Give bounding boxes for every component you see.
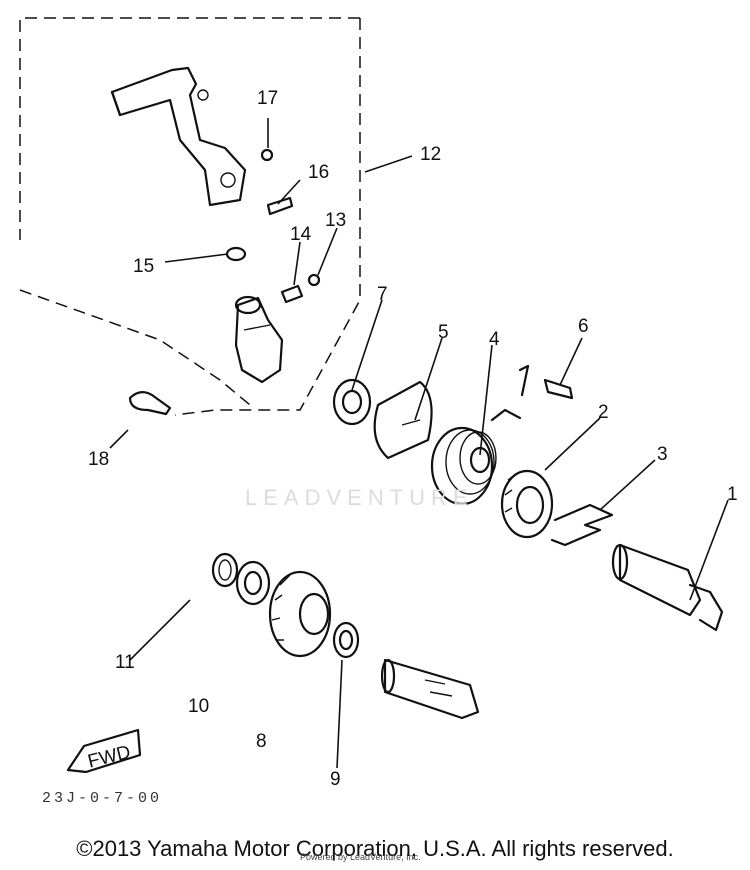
callout-16: 16 <box>308 162 329 183</box>
callout-3: 3 <box>657 444 668 465</box>
part-16-bolt <box>266 196 294 216</box>
small-note: Powered by LeadVenture, Inc. <box>300 852 421 862</box>
part-5-spring-guide <box>373 380 433 460</box>
leader-lines <box>109 118 729 769</box>
callout-12: 12 <box>420 144 441 165</box>
copyright-text: ©2013 Yamaha Motor Corporation, U.S.A. A… <box>76 836 674 861</box>
callout-4: 4 <box>489 329 500 350</box>
part-15-ball <box>225 246 247 262</box>
part-10-washer <box>235 560 271 606</box>
callout-2: 2 <box>598 402 609 423</box>
callout-13: 13 <box>325 210 346 231</box>
fwd-label: FWD <box>86 742 133 773</box>
part-18-rubber <box>128 391 172 416</box>
part-8-kick-gear <box>268 570 332 658</box>
drawing-code: 23J-0-7-00 <box>42 790 163 807</box>
kick-crank-arm <box>110 66 247 207</box>
part-11-circlip <box>211 552 239 588</box>
part-2-ratchet <box>500 469 554 539</box>
callout-6: 6 <box>578 316 589 337</box>
part-1-kick-axle <box>611 543 724 632</box>
callout-11: 11 <box>115 652 135 673</box>
callout-9: 9 <box>330 769 341 790</box>
callout-numbers: 1 2 3 4 5 6 7 8 9 10 11 12 13 14 15 16 1… <box>88 88 738 790</box>
kick-boss-part <box>234 295 284 384</box>
callout-5: 5 <box>438 322 449 343</box>
part-4-spring <box>430 408 522 506</box>
callout-15: 15 <box>133 256 154 277</box>
callout-1: 1 <box>727 484 738 505</box>
callout-8: 8 <box>256 731 267 752</box>
part-3-clip <box>550 503 614 547</box>
fwd-arrow: FWD <box>66 728 142 774</box>
part-14-pin <box>280 284 304 304</box>
part-7-washer <box>332 378 372 426</box>
part-6-stopper <box>518 364 574 400</box>
callout-17: 17 <box>257 88 278 109</box>
part-13-clip <box>307 273 321 287</box>
callout-14: 14 <box>290 224 312 245</box>
callout-18: 18 <box>88 449 109 470</box>
callout-7: 7 <box>377 284 388 305</box>
callout-10: 10 <box>188 696 209 717</box>
main-shaft <box>380 658 480 720</box>
watermark-brand: LEADVENTURE <box>245 485 474 510</box>
part-17-nut <box>260 148 274 162</box>
part-9-washer <box>332 621 360 659</box>
kick-assembly-boundary <box>19 17 361 416</box>
